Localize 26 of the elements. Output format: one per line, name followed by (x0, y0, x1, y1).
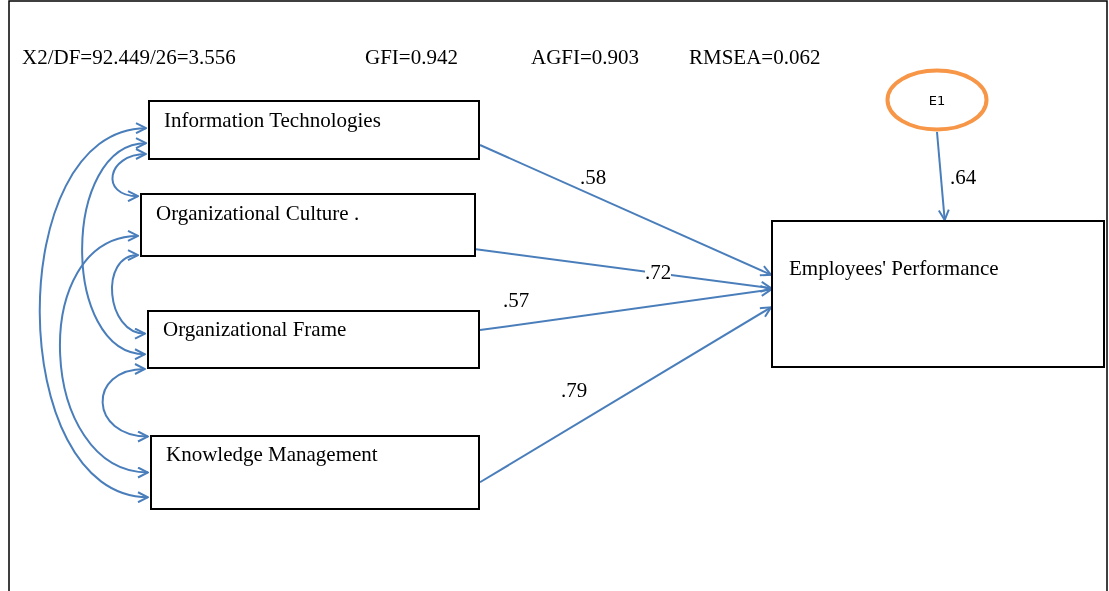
covariance-arrow (101, 364, 149, 442)
fit-statistic: RMSEA=0.062 (689, 45, 821, 70)
path-arrow (479, 144, 772, 277)
covariance-arrow (111, 250, 146, 338)
covariance-arrow (38, 124, 149, 501)
node-label: Organizational Frame (163, 317, 347, 342)
variable-box (150, 435, 480, 510)
variable-box (771, 220, 1105, 368)
error-term-ellipse (885, 68, 989, 132)
covariance-arrow (81, 139, 147, 359)
fit-statistic: GFI=0.942 (365, 45, 458, 70)
node-label: E1 (928, 92, 946, 108)
fit-statistic: AGFI=0.903 (531, 45, 640, 70)
covariance-arrow (111, 148, 147, 202)
node-label: Knowledge Management (166, 442, 378, 467)
variable-box (140, 193, 476, 257)
node-label: Organizational Culture . (156, 201, 360, 226)
variable-box (148, 100, 480, 160)
covariance-arrow (59, 231, 149, 477)
node-label: Information Technologies (164, 108, 381, 133)
path-arrow (479, 285, 772, 332)
node-label: Employees' Performance (789, 256, 999, 281)
path-arrow (479, 306, 772, 484)
fit-statistic: X2/DF=92.449/26=3.556 (22, 45, 236, 70)
variable-box (147, 310, 480, 369)
path-arrow (936, 131, 950, 221)
